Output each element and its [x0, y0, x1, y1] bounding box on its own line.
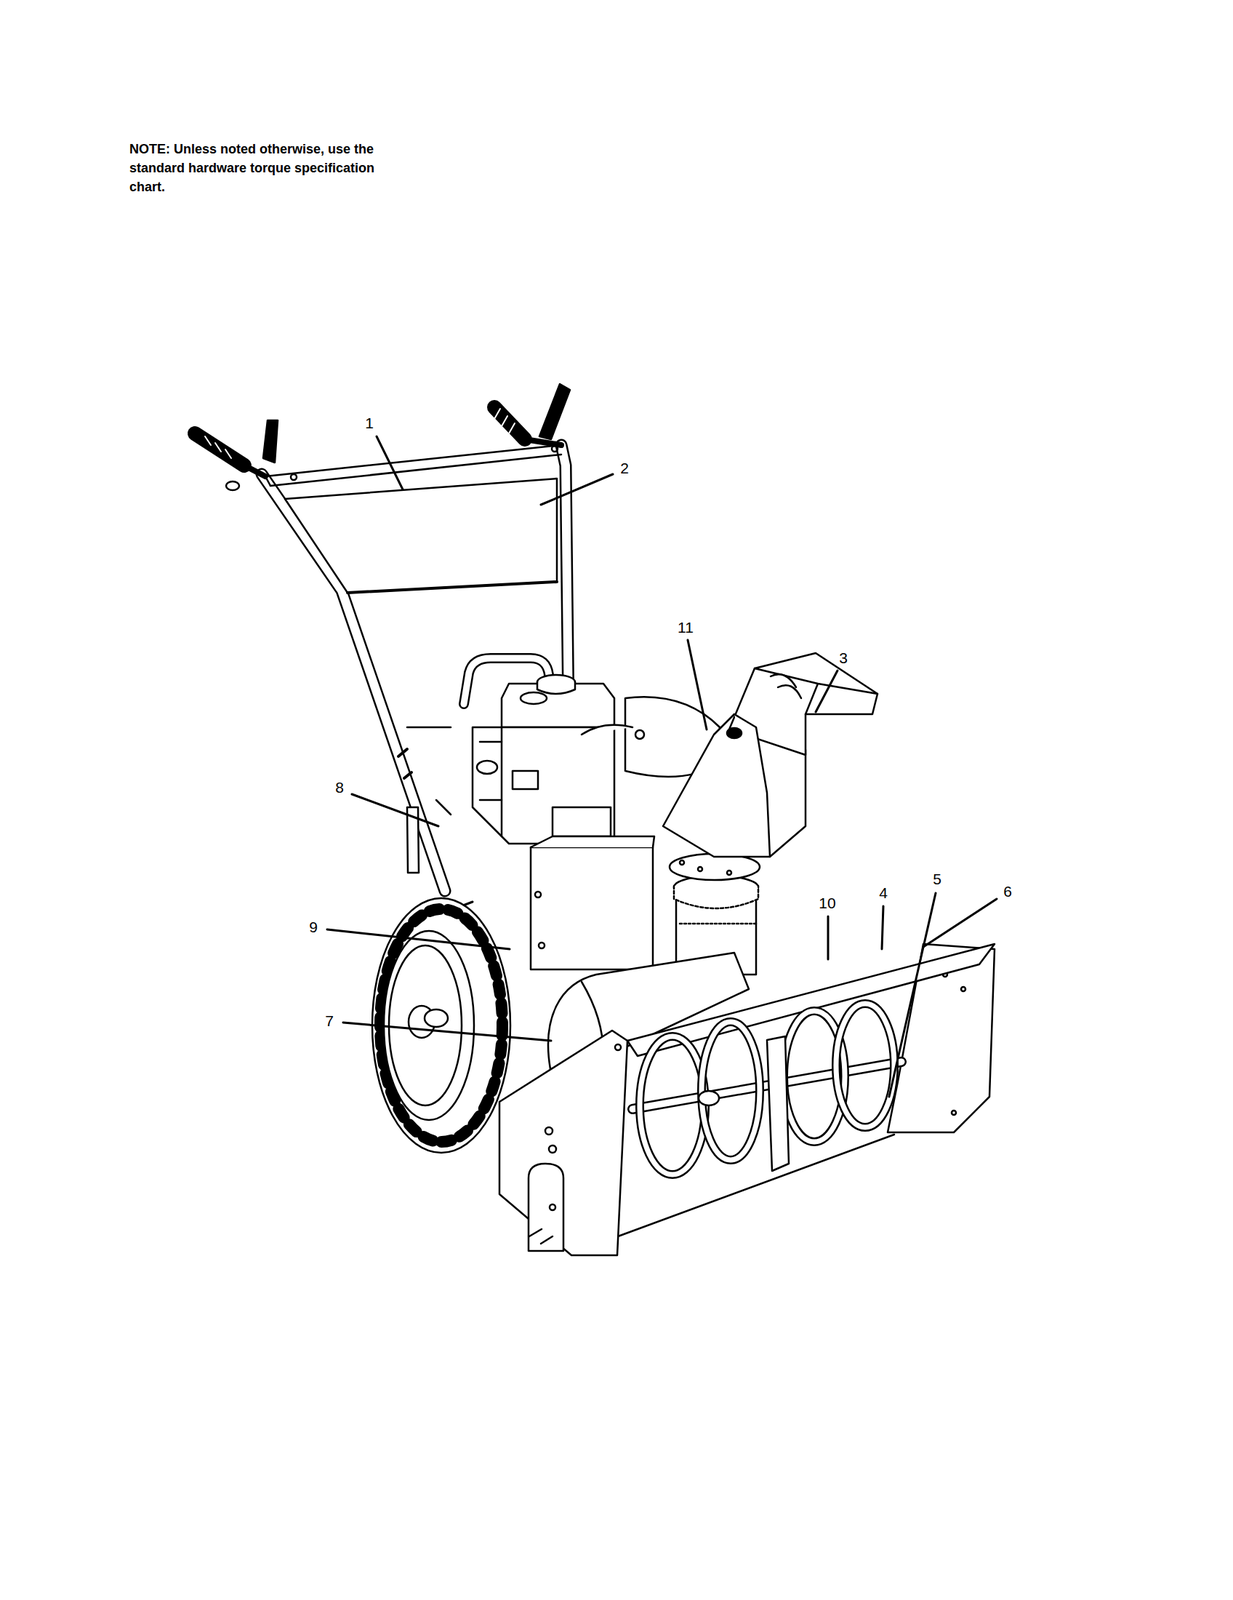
auger-spiral	[766, 1035, 789, 1171]
engine	[635, 729, 645, 739]
engine	[581, 724, 633, 735]
auger-housing	[632, 1061, 902, 1109]
auger-housing	[499, 943, 995, 1255]
engine	[476, 760, 498, 774]
auger-housing	[615, 1043, 621, 1050]
wheel	[388, 945, 462, 1106]
handle-bar	[270, 454, 562, 486]
auger-spiral	[698, 1090, 720, 1106]
callout-number: 8	[333, 779, 346, 796]
gearbox-housing	[538, 942, 545, 949]
leader-line	[327, 436, 997, 1097]
auger-housing	[528, 1163, 564, 1251]
wheel	[380, 908, 503, 1142]
callout-number: 10	[817, 894, 837, 911]
auger-housing	[632, 1061, 902, 1109]
callout-number: 9	[307, 918, 320, 935]
discharge-chute	[679, 922, 757, 925]
discharge-chute	[679, 860, 685, 865]
gearbox-housing	[530, 836, 655, 970]
dash-panel	[347, 581, 557, 593]
callout-number: 6	[1001, 883, 1014, 900]
auger-housing	[499, 1030, 628, 1255]
discharge-chute	[727, 727, 742, 738]
auger-housing	[548, 1145, 557, 1153]
hand-grip	[194, 433, 245, 466]
discharge-chute	[754, 668, 878, 714]
leader-line	[815, 670, 838, 712]
auger-housing	[961, 986, 966, 991]
callout-number: 4	[877, 884, 890, 901]
auger-housing	[951, 1110, 957, 1115]
callout-number: 11	[676, 619, 696, 636]
note-text: NOTE: Unless noted otherwise, use the st…	[129, 139, 399, 197]
callout-number: 2	[618, 460, 631, 477]
discharge-chute	[727, 870, 732, 875]
hand-grip	[524, 439, 562, 445]
auger-spiral	[836, 1003, 895, 1127]
engine	[520, 692, 547, 704]
auger-spiral	[836, 1003, 895, 1127]
leader-line	[327, 929, 510, 949]
auger-housing	[617, 1134, 895, 1236]
discharge-chute	[697, 866, 703, 871]
leader-line	[351, 793, 439, 826]
engine	[500, 727, 504, 837]
dash-panel	[284, 478, 557, 593]
leader-line	[889, 892, 936, 1097]
hand-grip	[244, 465, 266, 477]
leader-line	[881, 905, 884, 949]
auger-housing	[529, 1228, 553, 1244]
frame-loop	[407, 726, 451, 729]
gearbox-housing	[530, 846, 653, 970]
engine	[512, 770, 538, 789]
leader-line	[923, 898, 997, 947]
wheel	[424, 1009, 448, 1027]
discharge-chute	[663, 652, 878, 975]
dash-panel	[284, 478, 557, 593]
leader-line	[687, 639, 707, 730]
leader-line	[376, 436, 403, 490]
control-lever	[539, 383, 570, 440]
auger-housing	[545, 1126, 553, 1135]
control-lever	[263, 383, 570, 463]
callout-number: 7	[323, 1012, 336, 1029]
discharge-chute	[673, 885, 759, 909]
auger-spiral	[639, 1003, 895, 1175]
leader-line	[540, 474, 613, 505]
frame-loop	[398, 748, 412, 778]
hand-grip	[194, 407, 562, 491]
gearbox-housing	[535, 891, 541, 898]
hand-grip	[494, 408, 515, 434]
engine	[472, 727, 615, 844]
hand-grip	[226, 481, 240, 491]
leader-line	[827, 916, 830, 959]
hand-grip	[494, 407, 525, 440]
hand-grip	[205, 436, 232, 459]
auger-spiral	[639, 1035, 706, 1175]
handle-bar	[290, 474, 297, 480]
auger-housing	[549, 1203, 556, 1210]
callout-number: 5	[931, 870, 943, 887]
auger-spiral	[639, 1035, 706, 1175]
engine	[552, 806, 611, 837]
wheel	[383, 930, 475, 1120]
handle-tube	[436, 799, 451, 815]
control-lever	[263, 420, 278, 463]
engine	[537, 681, 576, 694]
discharge-chute	[669, 853, 760, 880]
handle-bar	[265, 444, 560, 477]
leader-line	[343, 1022, 552, 1041]
handle-bar	[265, 444, 562, 486]
discharge-chute	[770, 673, 802, 698]
callout-number: 3	[837, 649, 850, 666]
gearbox-housing	[530, 836, 655, 847]
callout-number: 1	[363, 415, 376, 432]
